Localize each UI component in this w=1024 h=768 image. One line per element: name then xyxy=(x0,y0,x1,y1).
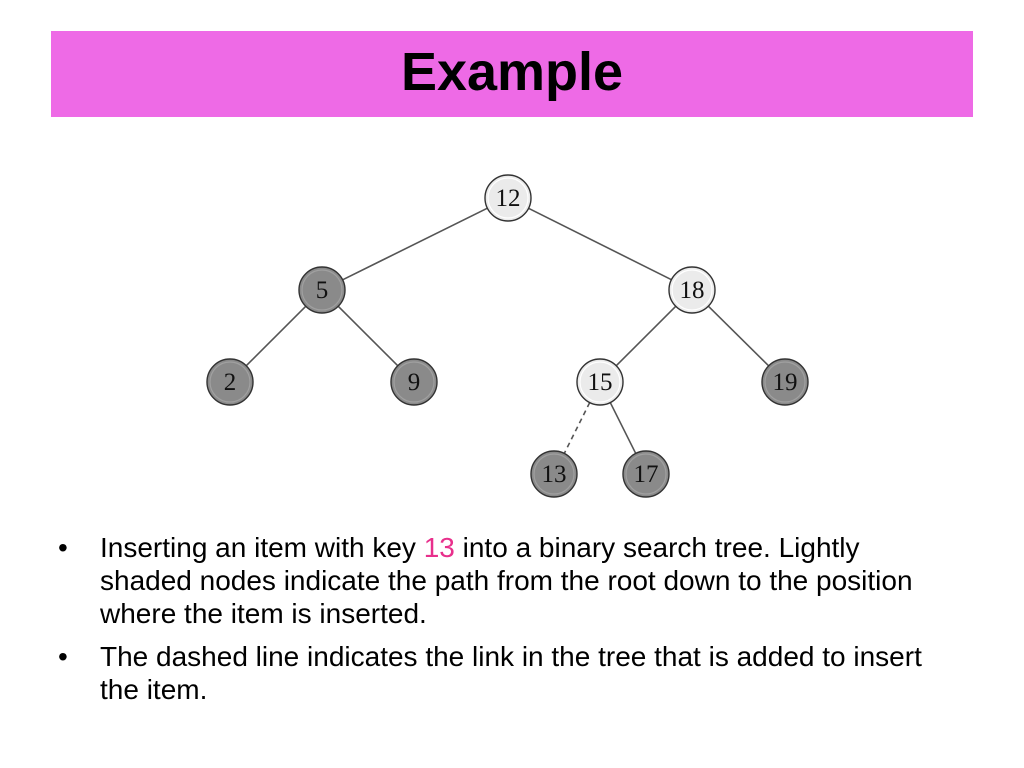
highlighted-key: 13 xyxy=(423,532,455,563)
node-inner-ring xyxy=(764,361,806,403)
tree-edge-5-2 xyxy=(245,305,307,367)
bullet-list: • Inserting an item with key 13 into a b… xyxy=(58,531,958,716)
tree-node-19: 19 xyxy=(761,358,809,406)
tree-node-15: 15 xyxy=(576,358,624,406)
node-inner-ring xyxy=(671,269,713,311)
bullet-item-2: • The dashed line indicates the link in … xyxy=(58,640,958,706)
tree-node-5: 5 xyxy=(298,266,346,314)
node-inner-ring xyxy=(301,269,343,311)
node-circle xyxy=(390,358,438,406)
tree-edge-12-18 xyxy=(528,207,672,281)
node-inner-ring xyxy=(393,361,435,403)
node-label: 18 xyxy=(680,277,705,304)
node-label: 19 xyxy=(773,369,798,396)
tree-edge-18-19 xyxy=(707,305,770,367)
tree-edge-15-13-dashed xyxy=(563,402,591,454)
bullet-2-text: The dashed line indicates the link in th… xyxy=(100,641,922,705)
tree-edge-12-5 xyxy=(342,207,488,281)
node-circle xyxy=(622,450,670,498)
node-circle xyxy=(484,174,532,222)
tree-node-12: 12 xyxy=(484,174,532,222)
node-inner-ring xyxy=(625,453,667,495)
tree-edges xyxy=(245,207,770,454)
node-label: 5 xyxy=(316,277,329,304)
bullet-marker: • xyxy=(58,532,68,563)
bullet-1-text-before: Inserting an item with key xyxy=(100,532,424,563)
node-inner-ring xyxy=(487,177,529,219)
node-label: 13 xyxy=(542,461,567,488)
tree-edge-5-9 xyxy=(337,305,399,367)
node-circle xyxy=(576,358,624,406)
node-circle xyxy=(206,358,254,406)
bullet-marker: • xyxy=(58,641,68,672)
bullet-1-text-after: into a binary search tree. Lightly shade… xyxy=(100,532,913,629)
bullet-item-1: • Inserting an item with key 13 into a b… xyxy=(58,531,958,630)
node-label: 9 xyxy=(408,369,421,396)
node-inner-ring xyxy=(533,453,575,495)
node-label: 12 xyxy=(496,185,521,212)
node-circle xyxy=(668,266,716,314)
title-bar: Example xyxy=(51,31,973,117)
node-inner-ring xyxy=(579,361,621,403)
tree-node-18: 18 xyxy=(668,266,716,314)
node-label: 15 xyxy=(588,369,613,396)
node-circle xyxy=(761,358,809,406)
tree-edge-15-17 xyxy=(609,402,637,454)
node-label: 17 xyxy=(634,461,659,488)
tree-node-13: 13 xyxy=(530,450,578,498)
node-circle xyxy=(298,266,346,314)
node-inner-ring xyxy=(209,361,251,403)
tree-node-2: 2 xyxy=(206,358,254,406)
node-circle xyxy=(530,450,578,498)
tree-node-9: 9 xyxy=(390,358,438,406)
slide-title: Example xyxy=(400,42,624,102)
node-label: 2 xyxy=(224,369,237,396)
tree-edge-18-15 xyxy=(615,305,677,367)
tree-nodes: 12 5 18 2 9 15 19 13 17 xyxy=(206,174,809,498)
tree-node-17: 17 xyxy=(622,450,670,498)
